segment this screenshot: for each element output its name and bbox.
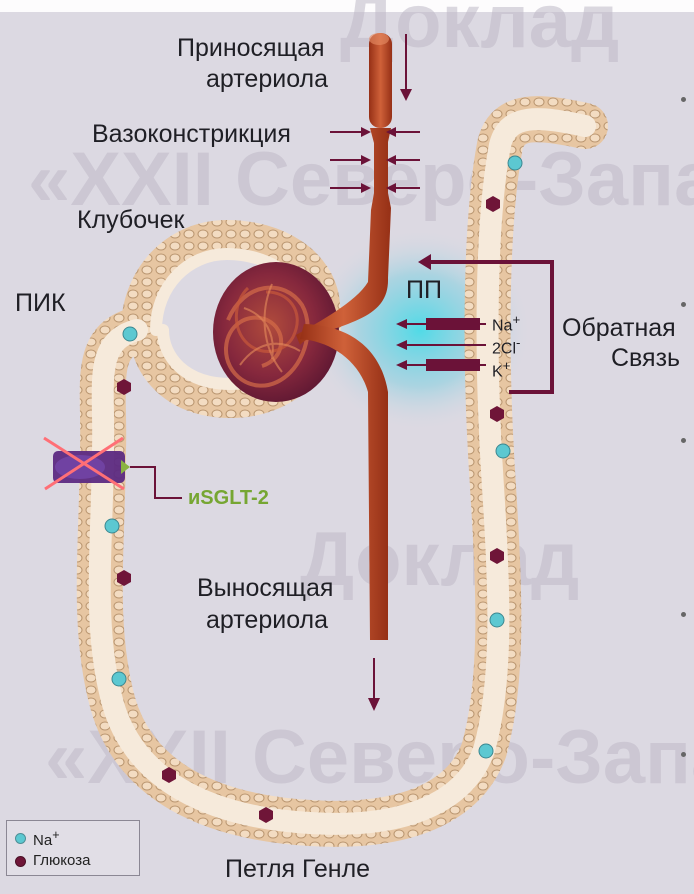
chloride-ion-charge: - xyxy=(516,335,520,350)
afferent-arteriole-top xyxy=(369,33,392,128)
sodium-ion-charge: + xyxy=(512,312,520,327)
sglt2-inhibitor-label: иSGLT-2 xyxy=(188,486,269,510)
efferent-arteriole-label-line-2: артериола xyxy=(206,605,328,635)
sodium-ion-label: Na+ xyxy=(492,311,520,335)
sodium-ion-icon xyxy=(112,672,126,686)
legend-sodium-row: Na+ xyxy=(15,828,60,848)
sodium-ion-icon xyxy=(496,444,510,458)
efferent-arteriole-label-line-1: Выносящая xyxy=(197,573,333,603)
right-side-bullet-4 xyxy=(681,612,686,617)
afferent-arteriole-label-line-2: артериола xyxy=(206,64,328,94)
legend-sodium-label: Na+ xyxy=(33,826,60,850)
efferent-flow-arrowhead xyxy=(368,698,380,711)
right-side-bullet-3 xyxy=(681,438,686,443)
potassium-ion-symbol: K xyxy=(492,363,503,380)
sodium-ion-symbol: Na xyxy=(492,317,512,334)
potassium-ion-charge: + xyxy=(503,358,511,373)
sodium-ion-icon xyxy=(508,156,522,170)
constriction-left-arrowhead-1 xyxy=(361,127,371,137)
potassium-ion-label: K+ xyxy=(492,357,510,381)
sodium-ion-icon xyxy=(479,744,493,758)
constriction-left-arrowhead-2 xyxy=(361,155,371,165)
chloride-ion-label: 2Cl- xyxy=(492,334,520,358)
loop-of-henle-label: Петля Генле xyxy=(225,854,370,884)
afferent-arteriole-label-line-1: Приносящая xyxy=(177,33,325,63)
glucose-molecule-icon xyxy=(15,856,26,867)
sodium-ion-icon xyxy=(105,519,119,533)
constriction-left-arrowhead-3 xyxy=(361,183,371,193)
legend-glucose-row: Глюкоза xyxy=(15,851,90,871)
feedback-label-line-1: Обратная xyxy=(562,313,676,343)
right-side-bullet-2 xyxy=(681,302,686,307)
sglt2-label-leader-line xyxy=(130,467,182,498)
distal-tubule-lumen xyxy=(484,119,585,750)
sodium-ion-icon xyxy=(490,613,504,627)
right-side-bullet-1 xyxy=(681,97,686,102)
arteriole-opening xyxy=(369,33,389,45)
glomerulus-label: Клубочек xyxy=(77,205,184,235)
right-side-bullet-5 xyxy=(681,752,686,757)
macula-densa-label: ПП xyxy=(406,275,442,305)
afferent-flow-arrowhead xyxy=(400,89,412,101)
sodium-ion-icon xyxy=(123,327,137,341)
ion-legend: Na+ Глюкоза xyxy=(6,820,140,876)
vasoconstriction-label: Вазоконстрикция xyxy=(92,119,291,149)
chloride-ion-symbol: 2Cl xyxy=(492,340,516,357)
feedback-label-line-2: Связь xyxy=(611,343,680,373)
sodium-ion-icon xyxy=(15,833,26,844)
proximal-tubule-label: ПИК xyxy=(15,288,66,318)
legend-glucose-label: Глюкоза xyxy=(33,852,90,870)
